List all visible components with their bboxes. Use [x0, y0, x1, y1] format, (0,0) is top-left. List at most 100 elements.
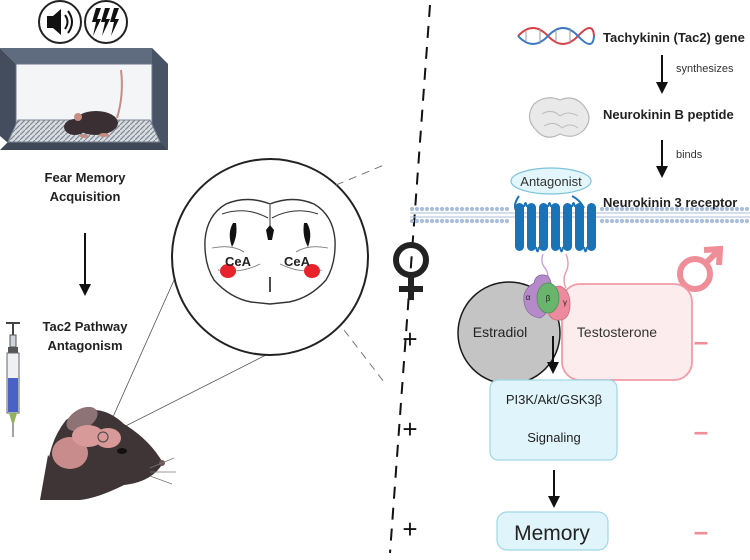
speaker-icon: [38, 0, 82, 44]
membrane-lipid-head: [494, 206, 500, 212]
membrane-lipid-head: [644, 206, 650, 212]
arrow2-label: binds: [676, 149, 703, 161]
peptide-icon: [528, 97, 590, 138]
membrane-lipid-head: [469, 206, 475, 212]
membrane-lipid-head: [469, 218, 475, 224]
membrane-lipid-head: [684, 218, 690, 224]
membrane-lipid-head: [434, 218, 440, 224]
female-sign-row2: +: [402, 414, 417, 444]
membrane-lipid-head: [614, 218, 620, 224]
membrane-lipid-head: [499, 218, 505, 224]
membrane-lipid-head: [714, 206, 720, 212]
mouse-in-chamber-icon: [64, 69, 123, 138]
signaling-line2: Signaling: [527, 430, 581, 445]
membrane-lipid-head: [644, 218, 650, 224]
membrane-lipid-head: [449, 218, 455, 224]
membrane-lipid-head: [669, 218, 675, 224]
membrane-lipid-head: [604, 218, 610, 224]
membrane-lipid-head: [609, 218, 615, 224]
testosterone-label: Testosterone: [577, 324, 657, 340]
g-beta-label: β: [546, 294, 551, 303]
membrane-lipid-head: [734, 206, 740, 212]
membrane-lipid-head: [674, 218, 680, 224]
membrane-lipid-head: [664, 218, 670, 224]
step2-line2: Antagonism: [47, 338, 122, 353]
membrane-lipid-head: [434, 206, 440, 212]
receptor-label: Neurokinin 3 receptor: [603, 195, 737, 210]
membrane-lipid-head: [444, 206, 450, 212]
membrane-lipid-head: [669, 206, 675, 212]
female-sign-row3: +: [402, 514, 417, 544]
membrane-lipid-head: [449, 206, 455, 212]
membrane-lipid-head: [659, 218, 665, 224]
membrane-lipid-head: [694, 218, 700, 224]
membrane-lipid-head: [744, 218, 750, 224]
membrane-lipid-head: [654, 218, 660, 224]
membrane-lipid-head: [634, 206, 640, 212]
membrane-lipid-head: [689, 218, 695, 224]
membrane-lipid-head: [484, 206, 490, 212]
membrane-lipid-head: [724, 206, 730, 212]
cea-left-label: CeA: [225, 254, 252, 269]
membrane-lipid-head: [419, 218, 425, 224]
membrane-lipid-head: [479, 218, 485, 224]
membrane-lipid-head: [734, 218, 740, 224]
nk3-receptor-icon: [513, 195, 596, 289]
membrane-lipid-head: [489, 218, 495, 224]
membrane-lipid-head: [419, 206, 425, 212]
membrane-lipid-head: [414, 206, 420, 212]
membrane-lipid-head: [699, 206, 705, 212]
membrane-lipid-head: [464, 218, 470, 224]
membrane-lipid-head: [614, 206, 620, 212]
g-gamma-label: γ: [563, 298, 567, 307]
membrane-lipid-head: [704, 206, 710, 212]
antagonist-label: Antagonist: [520, 174, 582, 189]
male-sign-row1: –: [694, 326, 708, 356]
female-sign-row1: +: [402, 324, 417, 354]
membrane-lipid-head: [629, 206, 635, 212]
membrane-lipid-head: [719, 206, 725, 212]
membrane-lipid-head: [719, 218, 725, 224]
membrane-lipid-head: [474, 206, 480, 212]
membrane-lipid-head: [444, 218, 450, 224]
membrane-lipid-head: [609, 206, 615, 212]
membrane-lipid-head: [459, 218, 465, 224]
zoom-line-lower: [103, 353, 269, 438]
membrane-lipid-head: [724, 218, 730, 224]
g-protein-icon: [523, 274, 571, 321]
membrane-lipid-head: [679, 206, 685, 212]
membrane-lipid-head: [474, 218, 480, 224]
membrane-lipid-head: [649, 218, 655, 224]
membrane-lipid-head: [704, 218, 710, 224]
antagonist-bubble: [510, 167, 592, 195]
membrane-lipid-head: [739, 218, 745, 224]
membrane-lipid-head: [729, 206, 735, 212]
g-alpha-label: α: [526, 293, 531, 302]
male-sign-row2: –: [694, 416, 708, 446]
membrane-lipid-head: [459, 206, 465, 212]
membrane-lipid-head: [744, 206, 750, 212]
peptide-label: Neurokinin B peptide: [603, 107, 734, 122]
membrane-lipid-head: [439, 218, 445, 224]
testosterone-box: [561, 283, 693, 381]
membrane-lipid-head: [679, 218, 685, 224]
lightning-icon: [84, 0, 128, 44]
membrane-lipid-head: [664, 206, 670, 212]
step1-line2: Acquisition: [50, 189, 121, 204]
zoom-line-brain-lower: [343, 329, 385, 383]
membrane-lipid-head: [659, 206, 665, 212]
brain-section-magnifier: [171, 158, 369, 356]
membrane-lipid-head: [699, 218, 705, 224]
membrane-lipid-head: [424, 218, 430, 224]
membrane-lipid-head: [429, 218, 435, 224]
membrane-lipid-head: [739, 206, 745, 212]
signaling-box: [489, 379, 618, 461]
membrane-lipid-head: [409, 206, 415, 212]
membrane-lipid-head: [484, 218, 490, 224]
membrane-lipid-head: [599, 206, 605, 212]
membrane-lipid-head: [674, 206, 680, 212]
membrane-lipid-head: [654, 206, 660, 212]
membrane-lipid-head: [489, 206, 495, 212]
